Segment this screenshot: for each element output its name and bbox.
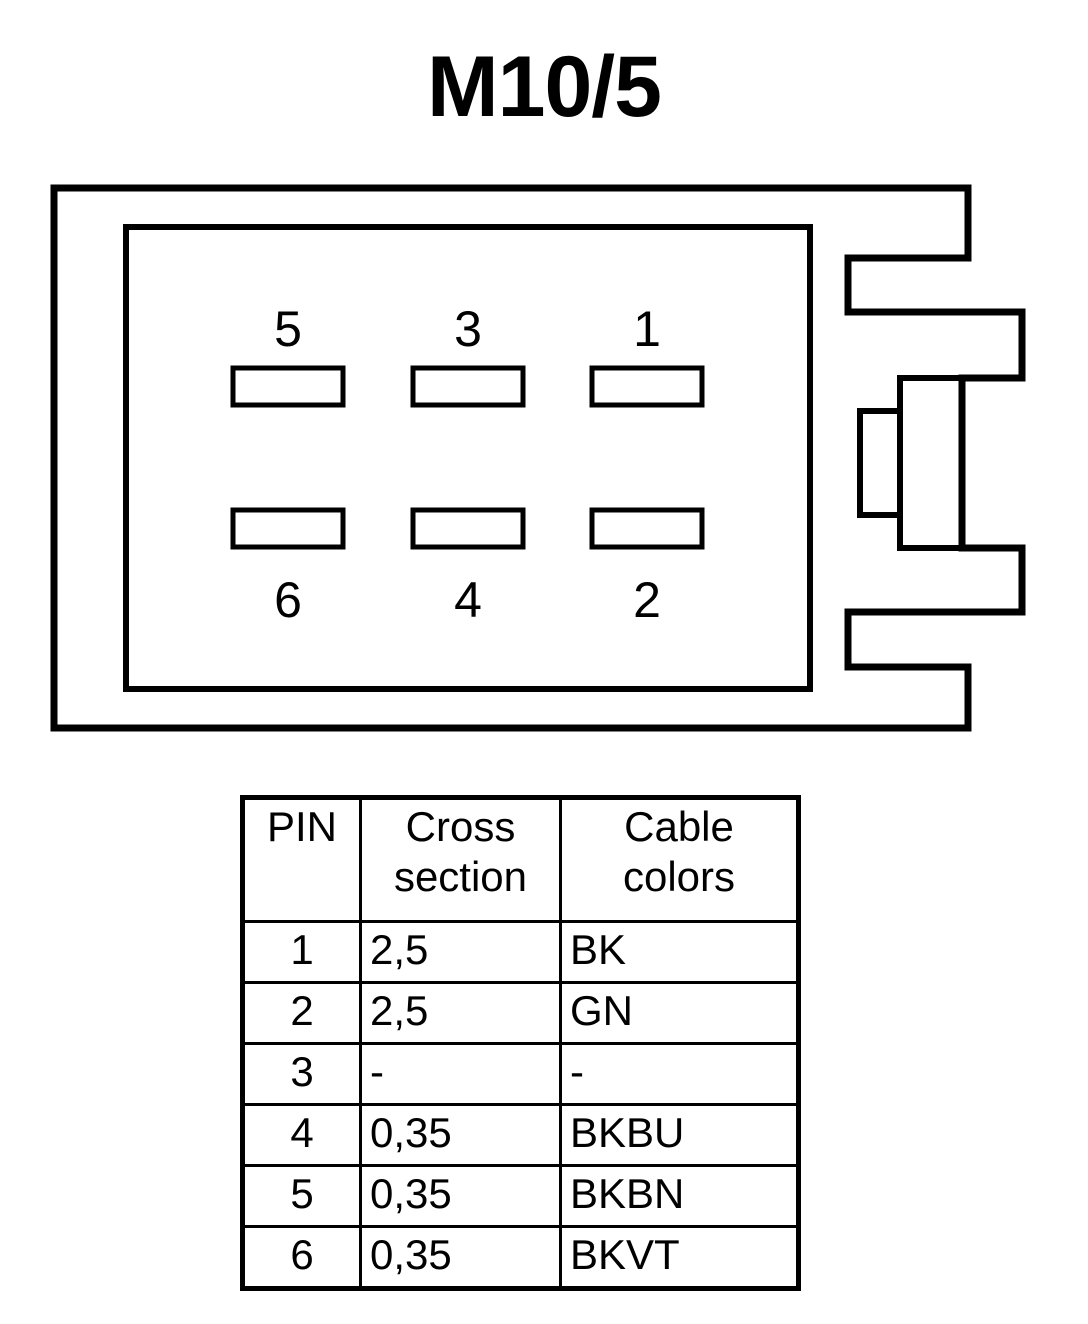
table-row: 1 2,5 BK — [241, 920, 800, 984]
table-row: 2 2,5 GN — [241, 981, 800, 1045]
cell-cable-colors: BKVT — [559, 1225, 800, 1290]
cell-pin: 5 — [241, 1164, 362, 1228]
column-header-cross-section-line2: section — [393, 852, 528, 900]
table-row: 4 0,35 BKBU — [241, 1103, 800, 1167]
cell-pin: 3 — [241, 1042, 362, 1106]
table-header: PIN Cross section Cable colors — [241, 796, 800, 923]
column-header-cross-section-line1: Cross — [405, 803, 516, 850]
column-header-pin: PIN — [241, 796, 362, 923]
cell-pin: 1 — [241, 920, 362, 984]
table-header-row: PIN Cross section Cable colors — [241, 796, 800, 923]
connector-pin-face — [123, 224, 813, 692]
table-row: 6 0,35 BKVT — [241, 1225, 800, 1290]
cell-cable-colors: GN — [559, 981, 800, 1045]
pin-number-3: 3 — [454, 301, 482, 357]
connector-svg: 5 3 1 6 4 2 — [50, 184, 1026, 732]
column-header-cable-colors: Cable colors — [559, 796, 800, 923]
connector-housing-outline — [50, 184, 1026, 732]
cell-cable-colors: BK — [559, 920, 800, 984]
cell-cross-section: - — [359, 1042, 562, 1106]
cell-pin: 4 — [241, 1103, 362, 1167]
table-row: 5 0,35 BKBN — [241, 1164, 800, 1228]
pin-number-1: 1 — [633, 301, 661, 357]
table-row: 3 - - — [241, 1042, 800, 1106]
connector-diagram: 5 3 1 6 4 2 — [0, 160, 1088, 760]
pin-slot-1 — [589, 365, 705, 408]
cell-cable-colors: - — [559, 1042, 800, 1106]
cell-cable-colors: BKBU — [559, 1103, 800, 1167]
connector-latch-tab — [897, 375, 965, 551]
cell-pin: 6 — [241, 1225, 362, 1290]
cell-cross-section: 0,35 — [359, 1225, 562, 1290]
page-title: M10/5 — [426, 39, 662, 135]
cell-pin: 2 — [241, 981, 362, 1045]
pin-number-5: 5 — [274, 301, 302, 357]
pin-slot-2 — [589, 507, 705, 550]
cell-cross-section: 2,5 — [359, 981, 562, 1045]
column-header-cross-section: Cross section — [359, 796, 562, 923]
pin-slot-5 — [230, 365, 346, 408]
connector-latch-notch — [857, 408, 897, 518]
pin-slot-4 — [410, 507, 526, 550]
pin-number-2: 2 — [633, 572, 661, 628]
cell-cable-colors: BKBN — [559, 1164, 800, 1228]
column-header-cable-colors-line1: Cable — [624, 803, 734, 850]
pin-number-6: 6 — [274, 572, 302, 628]
cell-cross-section: 0,35 — [359, 1164, 562, 1228]
column-header-cable-colors-line2: colors — [622, 852, 736, 900]
pin-slot-6 — [230, 507, 346, 550]
cell-cross-section: 2,5 — [359, 920, 562, 984]
table-body: 1 2,5 BK 2 2,5 GN 3 - - 4 0,35 BKBU 5 0, — [241, 920, 800, 1290]
pin-number-4: 4 — [454, 572, 482, 628]
pin-slot-3 — [410, 365, 526, 408]
pin-assignment-table: PIN Cross section Cable colors 1 2,5 BK … — [240, 795, 801, 1291]
cell-cross-section: 0,35 — [359, 1103, 562, 1167]
